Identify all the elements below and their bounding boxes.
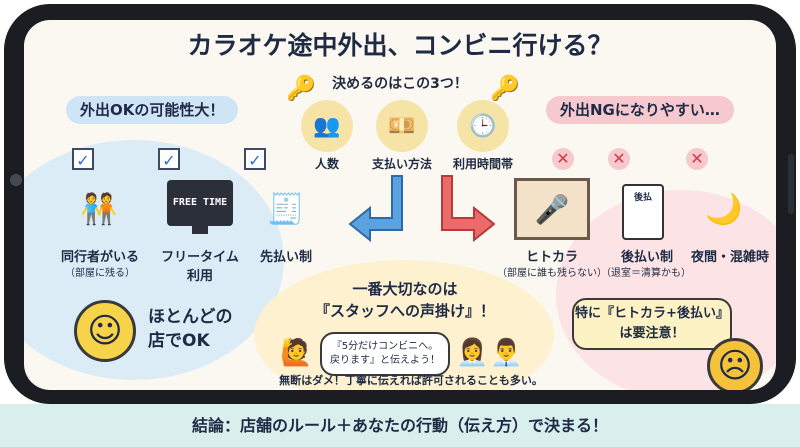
factor-label: 利用時間帯 [452,157,513,171]
side-button [788,154,794,214]
smile-face-icon: ☺ [74,300,136,362]
ok-background-blob [24,140,284,380]
ok-banner: 外出OKの可能性大！ [66,96,239,124]
ok-arrow [348,175,403,243]
companion-scene-icon: 🧑‍🤝‍🧑 [80,191,118,227]
solo-karaoke-room-icon: 🎤 [514,178,590,240]
ok-summary-line: ほとんどの [148,307,233,327]
free-time-tv-icon: FREE TIME [167,180,233,226]
sad-face-icon: ☹ [707,338,763,390]
clock-icon: 🕒 [457,100,509,152]
infographic-screen: カラオケ途中外出、コンビニ行ける？ 🔑 🔑 決めるのはこの3つ！ 👥 人数 💴 … [24,20,776,390]
ok-summary: ほとんどの 店でOK [148,305,233,353]
conclusion-bar: 結論：店舗のルール＋あなたの行動（伝え方）で決まる！ [0,404,800,447]
decide-label: 決めるのはこの3つ！ [332,76,468,92]
factor-payment: 💴 支払い方法 [367,100,437,172]
ok-summary-line: 店でOK [148,331,210,351]
factor-people: 👥 人数 [292,100,362,172]
x-icon: ✕ [608,148,630,170]
phone-frame: カラオケ途中外出、コンビニ行ける？ 🔑 🔑 決めるのはこの3つ！ 👥 人数 💴 … [4,4,796,404]
key-icon: 🔑 [286,74,316,102]
page-title: カラオケ途中外出、コンビニ行ける？ [187,31,613,60]
factor-label: 人数 [314,157,339,171]
x-icon: ✕ [686,148,708,170]
staff-icon: 👨‍💼 [490,338,523,368]
staff-icon: 👩‍💼 [456,338,489,368]
ok-item-label: 同行者がいる [60,250,139,265]
key-icon: 🔑 [490,74,520,102]
check-icon: ✓ [244,148,266,170]
ng-arrow [441,175,496,243]
ok-item-sub: 利用 [186,269,213,284]
ok-item-sub: （部屋に残る） [65,268,135,279]
camera-dot [10,174,22,186]
bubble-line: 戻ります』と伝えよう！ [330,355,440,366]
ng-item-sub: （退室＝清算かも） [601,268,691,279]
customer-icon: 🙋 [280,338,313,368]
center-headline-line: 『スタッフへの声掛け』！ [314,302,495,320]
ng-item-sub: （部屋に誰も残らない） [497,268,607,279]
warning-line: 特に『ヒトカラ+後払い』 [575,306,729,321]
prepay-counter-icon: 🧾 [267,191,305,227]
ok-item-label: フリータイム [161,250,239,265]
tv-stand [192,226,208,234]
bill-icon: 後払 [622,184,664,240]
x-icon: ✕ [552,148,574,170]
center-footer: 無断はダメ！丁寧に伝えれば許可されることも多い。 [279,374,543,387]
ng-item-label: 後払い制 [620,250,673,265]
check-icon: ✓ [158,148,180,170]
ok-item-label: 先払い制 [259,250,312,265]
night-crowd-icon: 🌙 [705,191,743,227]
ng-banner: 外出NGになりやすい… [546,96,734,124]
people-icon: 👥 [301,100,353,152]
factor-time: 🕒 利用時間帯 [448,100,518,172]
money-icon: 💴 [376,100,428,152]
direction-arrows [348,175,496,243]
warning-note: 特に『ヒトカラ+後払い』 は要注意！ [572,298,732,350]
warning-line: は要注意！ [619,326,685,341]
bubble-line: 『5分だけコンビニへ。 [331,341,439,352]
speech-bubble: 『5分だけコンビニへ。 戻ります』と伝えよう！ [320,332,450,376]
ng-item-label: 夜間・混雑時 [690,250,769,265]
center-headline: 一番大切なのは 『スタッフへの声掛け』！ [286,278,524,322]
check-icon: ✓ [72,148,94,170]
ng-item-label: ヒトカラ [525,250,578,265]
factor-label: 支払い方法 [371,157,432,171]
center-headline-line: 一番大切なのは [352,280,458,298]
